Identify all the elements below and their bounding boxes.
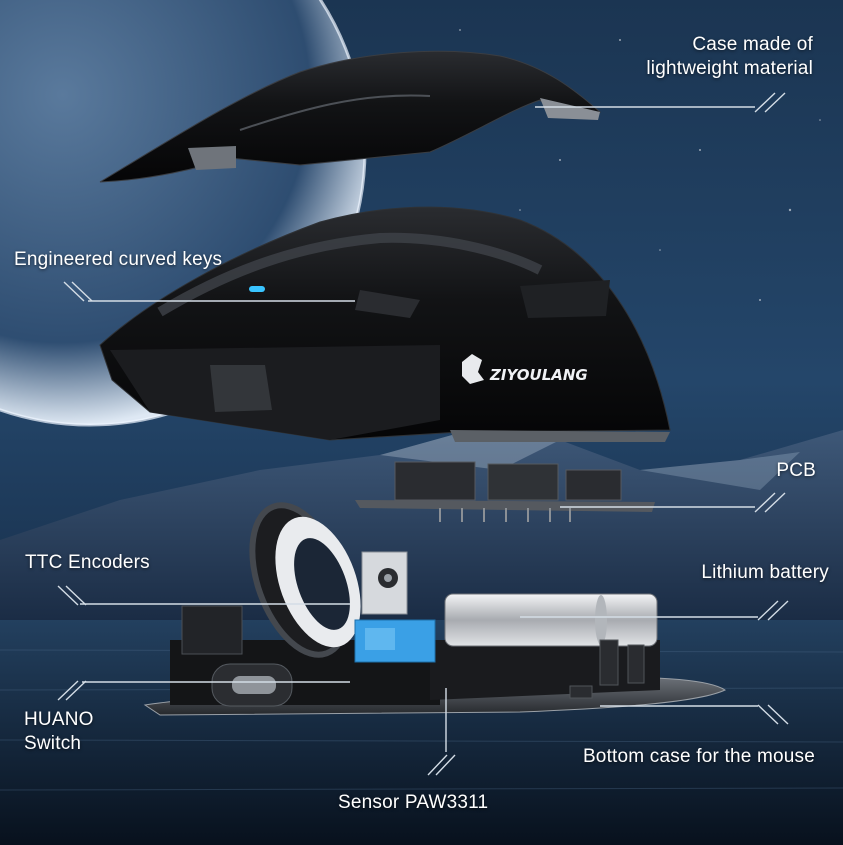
scroll-wheel — [249, 502, 361, 658]
callout-sensor: Sensor PAW3311 — [338, 792, 489, 813]
callout-bottom-case: Bottom case for the mouse — [582, 746, 815, 767]
callout-case-line1: Case made of — [692, 34, 813, 55]
double-slash-icon — [757, 704, 789, 725]
encoder — [361, 551, 408, 615]
callout-pcb: PCB — [776, 460, 816, 481]
lithium-battery-cell — [444, 593, 658, 647]
callout-curved-keys: Engineered curved keys — [14, 249, 223, 270]
double-slash-icon — [57, 585, 87, 606]
callout-switch-line1: HUANO — [24, 709, 94, 730]
callout-lithium-battery: Lithium battery — [701, 562, 829, 583]
svg-text:ZIYOULANG: ZIYOULANG — [489, 366, 588, 384]
double-slash-icon — [427, 754, 456, 776]
callout-leader-lines — [57, 92, 789, 776]
bottom-assembly — [143, 502, 727, 716]
main-mouse-shell: ZIYOULANG — [99, 206, 671, 442]
double-slash-icon — [754, 92, 786, 113]
pcb-board — [355, 461, 655, 522]
double-slash-icon — [754, 492, 786, 513]
double-slash-icon — [757, 600, 789, 621]
side-switch-block — [181, 605, 293, 707]
top-case-shell — [99, 50, 602, 183]
callout-case: Case made of lightweight material — [646, 33, 813, 81]
callout-switch-line2: Switch — [24, 733, 82, 754]
callout-huano-switch: HUANO Switch — [24, 708, 94, 756]
double-slash-icon — [63, 281, 93, 302]
callout-case-line2: lightweight material — [646, 58, 813, 79]
stars — [459, 29, 821, 301]
brand-logo: ZIYOULANG — [462, 354, 588, 384]
callout-ttc-encoders: TTC Encoders — [25, 552, 150, 573]
double-slash-icon — [57, 680, 87, 701]
